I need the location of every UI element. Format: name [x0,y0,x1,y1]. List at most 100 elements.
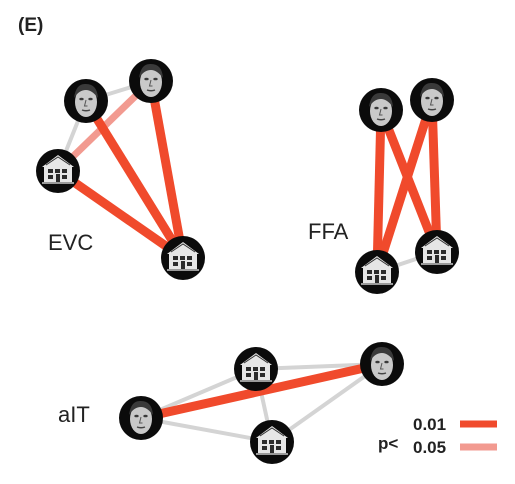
face-nose [379,362,384,370]
building-ground [167,269,199,271]
legend: p< 0.01 0.05 [378,415,497,457]
building-ground [42,182,74,184]
building-roof [361,256,393,268]
building-window [262,440,267,444]
building-ground [256,453,288,455]
face-hair [370,346,394,361]
building-door [254,372,258,380]
face-eye [134,414,139,418]
region-label-evc: EVC [48,230,93,255]
face-mouth [136,426,146,429]
face-eye [374,106,379,110]
building-window [367,270,372,274]
face-nose [429,98,434,106]
node-evc-building-1 [36,149,80,193]
building-roof [240,353,272,365]
building-window [381,276,386,280]
building-window [173,262,178,266]
face-eye [384,360,389,364]
building-roof [42,155,74,167]
node-ffa-face-1 [359,88,403,132]
building-window [441,250,446,254]
node-evc-building-2 [161,236,205,280]
face-hair [74,83,98,98]
edge-ait-building-2-face-2 [270,362,384,444]
building-window [246,373,251,377]
face-eye [425,96,430,100]
face-eye [153,77,158,81]
face-mouth [376,118,386,121]
building-roof [167,242,199,254]
building-ground [421,263,453,265]
face-mouth [377,372,387,375]
face-mouth [146,89,156,92]
building-window [441,256,446,260]
face-hair [129,400,153,415]
building-door [435,255,439,263]
building-door [375,275,379,283]
building-roof-line [170,243,196,253]
building-window [427,250,432,254]
edge-evc-building-1-building-2 [55,167,186,262]
face-nose [148,79,153,87]
face-nose [83,99,88,107]
building-roof-line [259,427,285,437]
legend-label-strong: 0.01 [413,415,446,434]
building-window [62,175,67,179]
building-window [55,169,60,173]
face-hair [139,63,163,78]
building-door [270,445,274,453]
building-window [180,256,185,260]
building-window [276,440,281,444]
building-window [260,373,265,377]
building-window [173,256,178,260]
face-mouth [427,108,437,111]
panel-label: (E) [18,15,43,36]
building-roof-line [364,257,390,267]
node-ffa-building-1 [355,250,399,294]
region-label-ffa: FFA [308,219,349,244]
building-window [262,446,267,450]
building-ground [240,380,272,382]
building-window [246,367,251,371]
edge-ait-face-1-building-2 [140,416,273,444]
building-ground [361,283,393,285]
face-hair [369,92,393,107]
building-window [367,276,372,280]
face-eye [383,106,388,110]
edge-evc-face-1-building-2 [82,98,187,261]
building-roof [421,236,453,248]
building-window [253,367,258,371]
face-eye [375,360,380,364]
building-window [434,250,439,254]
node-evc-face-2 [129,59,173,103]
building-window [260,367,265,371]
region-label-ait: aIT [58,402,90,427]
face-eye [144,77,149,81]
face-eye [88,97,93,101]
building-roof-line [243,354,269,364]
legend-prefix: p< [378,434,398,453]
node-evc-face-1 [64,79,108,123]
building-window [48,175,53,179]
face-eye [79,97,84,101]
edge-ait-face-1-face-2 [140,359,383,423]
building-door [56,174,60,182]
node-ffa-building-2 [415,230,459,274]
building-door [181,261,185,269]
building-roof-line [424,237,450,247]
node-ait-building-1 [234,347,278,391]
building-window [187,262,192,266]
building-roof-line [45,156,71,166]
nodes-layer [36,59,459,464]
building-window [269,440,274,444]
face-mouth [81,109,91,112]
edge-evc-face-2-building-2 [146,80,188,259]
legend-label-weak: 0.05 [413,438,446,457]
building-window [187,256,192,260]
node-ait-building-2 [250,420,294,464]
face-eye [143,414,148,418]
face-eye [434,96,439,100]
building-window [427,256,432,260]
